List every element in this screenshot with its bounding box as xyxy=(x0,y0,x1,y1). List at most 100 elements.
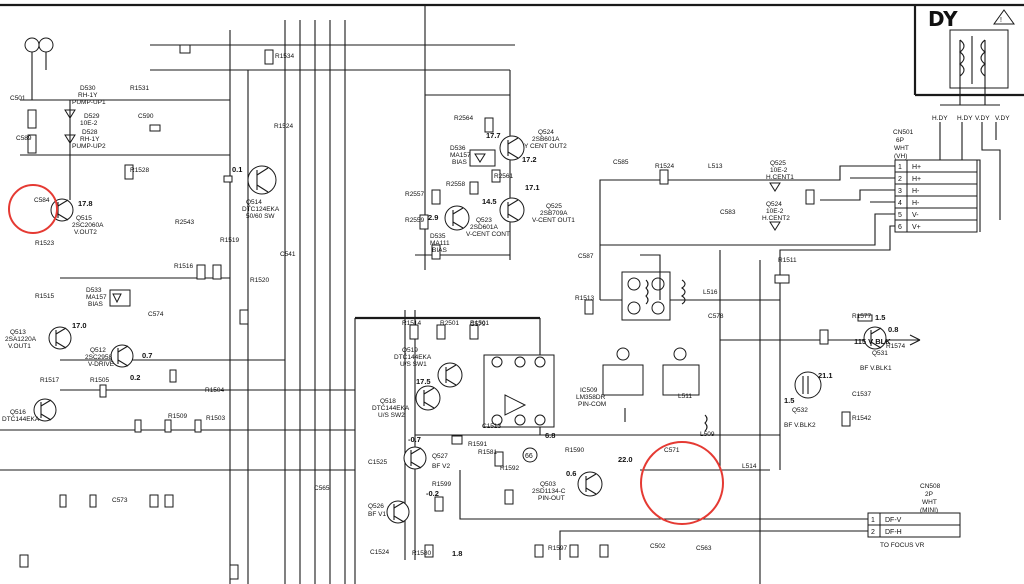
r1516-label: R1516 xyxy=(174,263,194,270)
q513-transistor xyxy=(48,326,72,350)
q532-ref: Q532 xyxy=(792,407,808,414)
ic509-func: PIN-COM xyxy=(578,401,606,408)
right-center-coils xyxy=(602,347,708,432)
q531-transistor xyxy=(863,326,887,350)
q514-part: DTC124EKA xyxy=(242,206,280,213)
svg-text:!: ! xyxy=(1000,17,1002,24)
r1509-label: R1509 xyxy=(168,413,188,420)
cn508-pin-1-sig: DF-V xyxy=(885,517,902,524)
cn501-desc-1: 6P xyxy=(896,137,904,144)
left-top-network xyxy=(24,37,274,200)
q525-part: 2SB709A xyxy=(540,210,568,217)
r1531-label: R1531 xyxy=(130,85,150,92)
r1505-label: R1505 xyxy=(90,377,110,384)
r1591-label: R1591 xyxy=(468,441,488,448)
r1542-label: R1542 xyxy=(852,415,872,422)
q525-func: V-CENT OUT1 xyxy=(532,217,575,224)
q513-func: V.OUT1 xyxy=(8,343,31,350)
cn501-pin-3-num: 3 xyxy=(898,188,902,195)
r2564-label: R2564 xyxy=(454,115,474,122)
l513-label: L513 xyxy=(708,163,723,170)
cn501-pin-2-sig: H+ xyxy=(912,176,921,183)
q525h-ref: Q525 xyxy=(770,160,786,167)
r1597-label: R1597 xyxy=(548,545,568,552)
v-17-5: 17.5 xyxy=(416,377,431,386)
r1534-label: R1534 xyxy=(275,53,295,60)
cn508-pin-1-num: 1 xyxy=(871,517,875,524)
r2543-label: R2543 xyxy=(175,219,195,226)
dy-pin-2: H.DY xyxy=(957,115,973,122)
q512-ref: Q512 xyxy=(90,347,106,354)
diode-bridge xyxy=(621,271,686,321)
v-21-1: 21.1 xyxy=(818,371,833,380)
r1511-label: R1511 xyxy=(778,257,797,264)
q518-part: DTC144EKA xyxy=(372,405,410,412)
v-2-9: 2.9 xyxy=(428,213,438,222)
q519-ref: Q519 xyxy=(402,347,418,354)
c584-label: C584 xyxy=(34,197,50,204)
v-0-7: 0.7 xyxy=(142,351,152,360)
r1599-label: R1599 xyxy=(432,481,452,488)
c1513-label: C1513 xyxy=(482,423,502,430)
cn508-desc-2: WHT xyxy=(922,499,937,506)
q513-part: 2SA1220A xyxy=(5,336,37,343)
v-17-2: 17.2 xyxy=(522,155,537,164)
cn508-desc-3: (MINI) xyxy=(920,507,938,514)
q524-transistor xyxy=(499,135,525,161)
q513-ref: Q513 xyxy=(10,329,26,336)
cn501-pin-6-sig: V+ xyxy=(912,224,921,231)
highlight-circle-c584 xyxy=(8,184,58,234)
q524h-part: 10E-2 xyxy=(766,208,784,215)
q523-part: 2SD601A xyxy=(470,224,498,231)
q512-transistor xyxy=(110,344,134,368)
cn501-desc-3: (VH) xyxy=(894,153,907,160)
cn508-note: TO FOCUS VR xyxy=(880,542,925,549)
r2558-label: R2558 xyxy=(446,181,466,188)
q518-func: U/S SW2 xyxy=(378,412,405,419)
c574-label: C574 xyxy=(148,311,164,318)
d536-part: MA157 xyxy=(450,152,471,159)
q514-transistor xyxy=(223,165,277,195)
c573-label: C573 xyxy=(112,497,128,504)
cn501-pin-1-sig: H+ xyxy=(912,164,921,171)
r2559-label: R2559 xyxy=(405,217,425,224)
q527-func: BF V2 xyxy=(432,463,450,470)
q524h-ref: Q524 xyxy=(766,201,782,208)
c565-label: C565 xyxy=(314,485,330,492)
c501-label: C501 xyxy=(10,95,26,102)
d536-diode xyxy=(469,149,501,183)
d530-part: RH-1Y xyxy=(78,92,98,99)
d528-part: RH-1Y xyxy=(80,136,100,143)
r1520-label: R1520 xyxy=(250,277,270,284)
cn501-connector xyxy=(894,159,978,233)
d529-ref: D529 xyxy=(84,113,100,120)
cn508-pin-2-num: 2 xyxy=(871,529,875,536)
r1577-label: R1577 xyxy=(852,313,872,320)
c541-label: C541 xyxy=(280,251,296,258)
c578-label: C578 xyxy=(708,313,724,320)
q532-func: BF V.BLK2 xyxy=(784,422,816,429)
r1513-label: R1513 xyxy=(575,295,595,302)
q514-ref: Q514 xyxy=(246,199,262,206)
q526-ref: Q526 xyxy=(368,503,384,510)
q525-ref: Q525 xyxy=(546,203,562,210)
q503-transistor xyxy=(577,471,603,497)
d528-func: PUMP-UP2 xyxy=(72,143,106,150)
dy-block: ! xyxy=(940,9,1015,106)
q516-ref: Q516 xyxy=(10,409,26,416)
d530-func: PUMP-UP1 xyxy=(72,99,106,106)
cn501-desc-2: WHT xyxy=(894,145,909,152)
q526-func: BF V1 xyxy=(368,511,386,518)
q524-func: Y CENT OUT2 xyxy=(524,143,567,150)
r1514-label: R1514 xyxy=(402,320,422,327)
r1519-label: R1519 xyxy=(220,237,240,244)
q514-func: 50/60 SW xyxy=(246,213,275,220)
q524h-func: H.CENT2 xyxy=(762,215,790,222)
q515-func: V.OUT2 xyxy=(74,229,97,236)
q519-transistor xyxy=(437,362,463,388)
dy-title: DY xyxy=(928,7,958,31)
q515-part: 2SC2060A xyxy=(72,222,104,229)
v-22-0: 22.0 xyxy=(618,455,633,464)
c1525-label: C1525 xyxy=(368,459,388,466)
